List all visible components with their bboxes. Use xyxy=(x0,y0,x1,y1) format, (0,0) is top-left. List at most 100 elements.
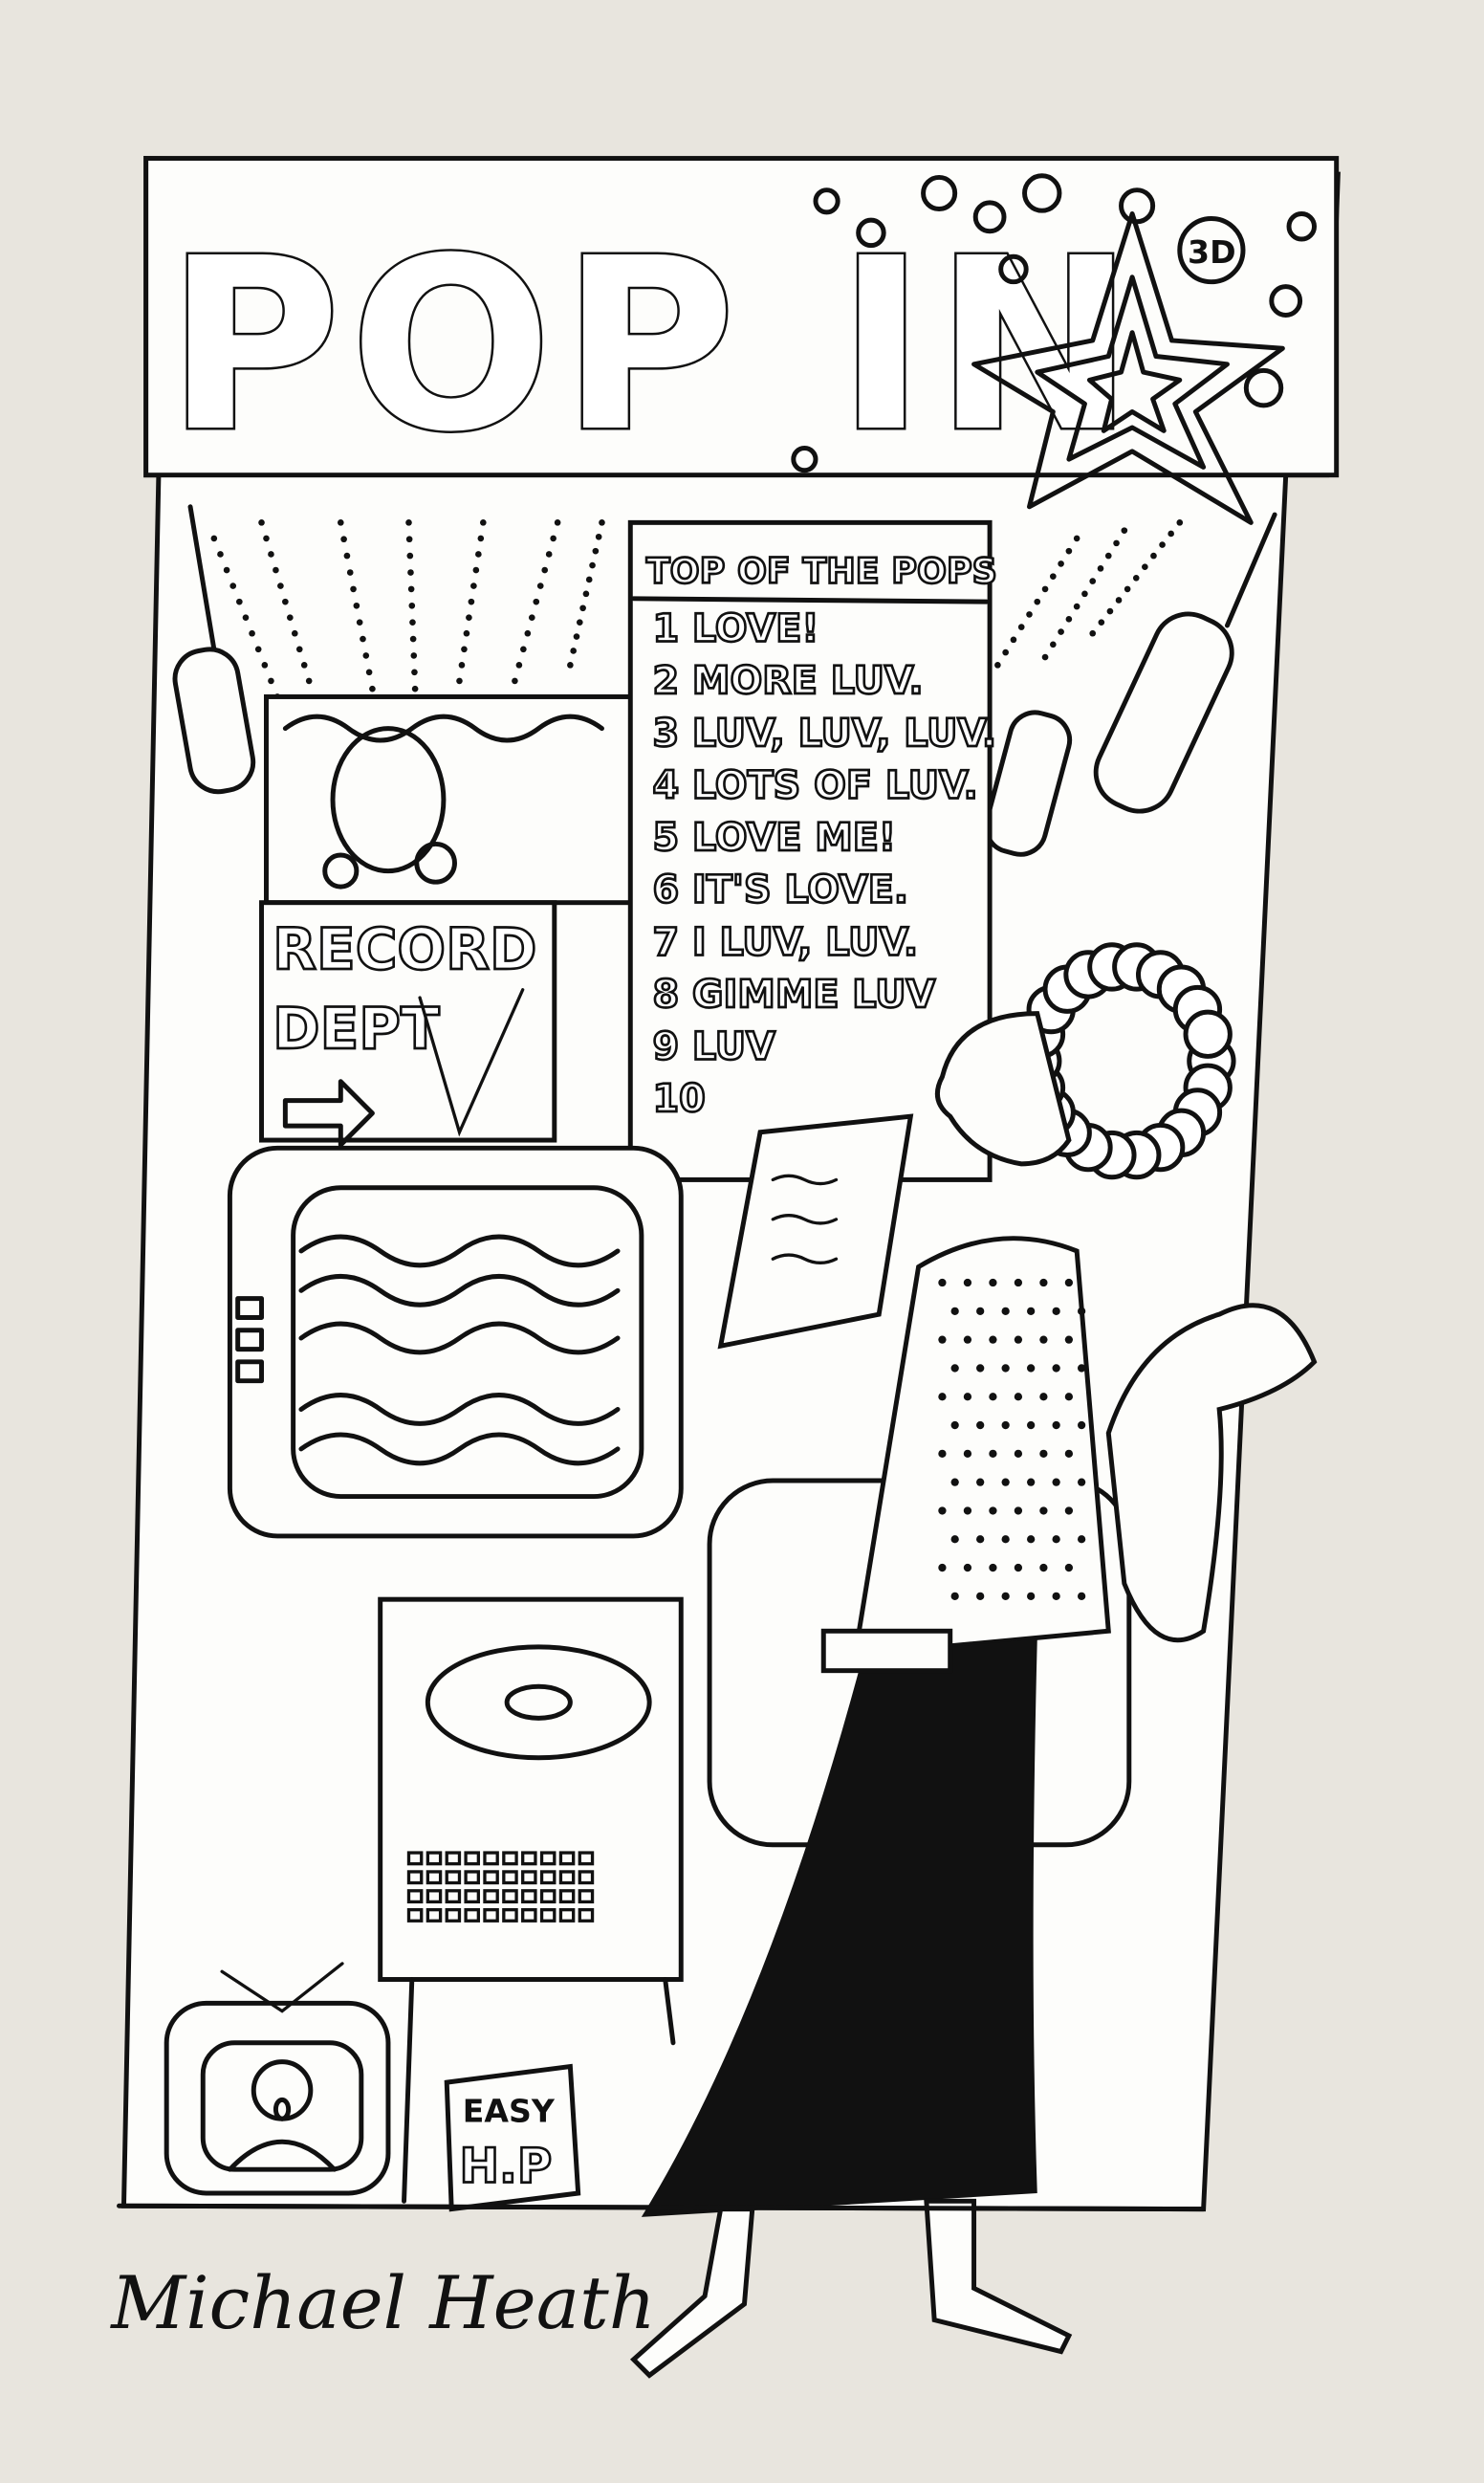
player-key xyxy=(521,1870,537,1885)
beam-dot xyxy=(405,519,412,526)
player-key xyxy=(521,1908,537,1923)
fabric-dot xyxy=(1001,1420,1010,1430)
fabric-dot xyxy=(989,1335,997,1344)
fabric-dot xyxy=(1052,1420,1060,1430)
beam-dot xyxy=(360,635,366,643)
fabric-dot xyxy=(1027,1364,1036,1373)
beam-dot xyxy=(305,677,313,685)
player-key xyxy=(445,1908,462,1923)
beam-dot xyxy=(1159,541,1166,548)
fabric-dot xyxy=(1014,1563,1023,1572)
easy-hp-line2: H.P xyxy=(459,2138,552,2193)
fabric-dot xyxy=(1064,1278,1074,1287)
fabric-dot xyxy=(1077,1478,1086,1486)
fabric-dot xyxy=(1077,1307,1086,1315)
poodle xyxy=(1105,1303,1318,1643)
easy-hp-sign xyxy=(444,2063,581,2212)
fabric-dot xyxy=(1039,1393,1048,1401)
fabric-dot xyxy=(963,1278,972,1287)
beam-dot xyxy=(1150,552,1157,560)
beam-dot xyxy=(554,519,561,526)
beam-dot xyxy=(411,685,419,692)
artist-signature: Michael Heath xyxy=(109,2260,656,2345)
fabric-dot xyxy=(1027,1535,1036,1544)
beam-dot xyxy=(254,646,262,653)
chart-entry: 5 LOVE ME! xyxy=(652,816,896,860)
fabric-dot xyxy=(1064,1563,1074,1572)
beam-dot xyxy=(520,646,527,653)
fabric-dot xyxy=(938,1506,947,1515)
player-key xyxy=(502,1889,518,1904)
player-key xyxy=(539,1908,556,1923)
fabric-dot xyxy=(938,1449,947,1458)
beam-dot xyxy=(210,535,218,542)
fabric-dot xyxy=(1077,1364,1086,1373)
beam-dot xyxy=(340,536,347,543)
chart-entry: 4 LOTS OF LUV. xyxy=(652,763,977,807)
fabric-dot xyxy=(1001,1478,1010,1486)
beam-dot xyxy=(405,536,413,543)
beam-dot xyxy=(409,635,417,643)
beam-dot xyxy=(475,551,482,558)
fabric-dot xyxy=(1001,1535,1010,1544)
fabric-dot xyxy=(1039,1563,1048,1572)
player-key xyxy=(578,1889,595,1904)
fabric-dot xyxy=(1001,1592,1010,1600)
beam-dot xyxy=(576,619,583,626)
player-key xyxy=(426,1889,443,1904)
fabric-dot xyxy=(1001,1307,1010,1315)
player-key xyxy=(539,1889,556,1904)
record-dept-line2: DEPT xyxy=(273,997,440,1063)
beam-dot xyxy=(466,614,472,621)
fabric-dot xyxy=(989,1506,997,1515)
record-dept-line1: RECORD xyxy=(273,917,536,983)
beam-dot xyxy=(456,677,463,685)
player-key xyxy=(464,1851,480,1866)
beam-dot xyxy=(524,629,532,637)
fabric-dot xyxy=(1027,1420,1036,1430)
beam-dot xyxy=(410,652,418,659)
beam-dot xyxy=(1104,552,1112,560)
player-key xyxy=(406,1889,424,1904)
beam-dot xyxy=(536,582,544,589)
player-key xyxy=(539,1851,556,1866)
player-key xyxy=(426,1908,443,1923)
fabric-dot xyxy=(1014,1393,1023,1401)
player-key xyxy=(483,1870,499,1885)
easy-hp-line1: EASY xyxy=(463,2093,556,2130)
beam-dot xyxy=(582,590,590,598)
hair-curl xyxy=(1183,1009,1233,1059)
player-key xyxy=(406,1908,424,1923)
fabric-dot xyxy=(1064,1449,1074,1458)
chart-entry: 7 I LUV, LUV. xyxy=(652,920,918,964)
pop-in-title: POP IN xyxy=(166,207,1143,484)
beam-dot xyxy=(268,551,274,558)
beam-dot xyxy=(249,629,255,637)
player-key xyxy=(558,1889,576,1904)
fabric-dot xyxy=(1077,1592,1086,1600)
player-key xyxy=(483,1889,499,1904)
beam-dot xyxy=(1058,560,1064,567)
beam-dot xyxy=(365,669,373,676)
beam-dot xyxy=(570,648,577,654)
beam-dot xyxy=(346,569,354,576)
beam-dot xyxy=(573,633,580,640)
beam-dot xyxy=(1098,619,1105,626)
bubbles-decoration xyxy=(791,173,1317,473)
player-key xyxy=(521,1889,537,1904)
beam-dot xyxy=(369,685,376,692)
beam-dot xyxy=(1034,598,1041,605)
beam-dot xyxy=(1115,597,1123,604)
beam-dot xyxy=(1073,535,1080,542)
fabric-dot xyxy=(1064,1335,1074,1344)
chart-entry: 3 LUV, LUV, LUV. xyxy=(652,712,996,756)
fabric-dot xyxy=(1014,1449,1023,1458)
fabric-dot xyxy=(1064,1506,1074,1515)
fabric-dot xyxy=(1052,1307,1060,1315)
fabric-dot xyxy=(1014,1335,1023,1344)
notepad xyxy=(717,1113,914,1350)
beam-dot xyxy=(268,677,274,685)
beam-dot xyxy=(1010,636,1017,644)
player-key xyxy=(483,1908,499,1923)
spotlight-right xyxy=(983,512,1277,857)
